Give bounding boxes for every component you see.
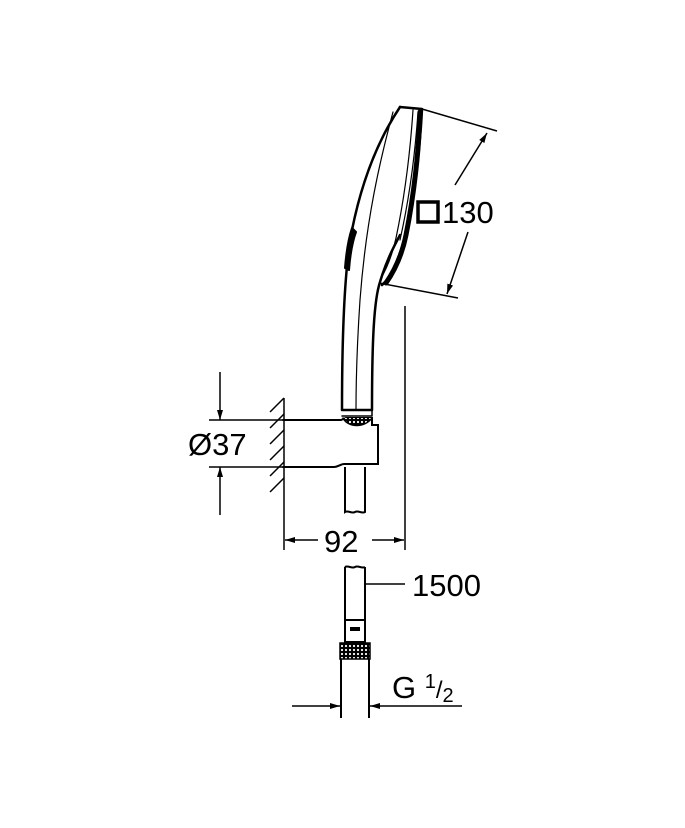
- head-size-value: 130: [442, 195, 494, 230]
- projection-value: 92: [324, 524, 359, 559]
- dimension-holder-diameter: [209, 372, 283, 515]
- hose: [339, 467, 371, 718]
- wall-hatch: [269, 397, 285, 493]
- head-size-label: 130: [442, 197, 494, 228]
- dimension-head-size: [378, 108, 498, 299]
- dimension-projection: [283, 306, 406, 550]
- shower-head: [340, 105, 424, 417]
- thread-slash: /: [435, 677, 443, 704]
- hose-length-value: 1500: [412, 568, 481, 603]
- projection-label: 92: [324, 526, 358, 557]
- thread-label: G 1/2: [392, 670, 454, 706]
- thread-denominator: 2: [442, 685, 454, 707]
- diameter-symbol-icon: Ø: [188, 427, 213, 462]
- thread-prefix: G: [392, 670, 417, 705]
- holder-diameter-label: Ø37: [188, 429, 247, 460]
- holder-diameter-value: 37: [212, 427, 247, 462]
- square-symbol-icon: [416, 200, 440, 224]
- hose-length-label: 1500: [412, 570, 481, 601]
- wall-holder: [282, 417, 379, 468]
- thread-numerator: 1: [424, 671, 436, 693]
